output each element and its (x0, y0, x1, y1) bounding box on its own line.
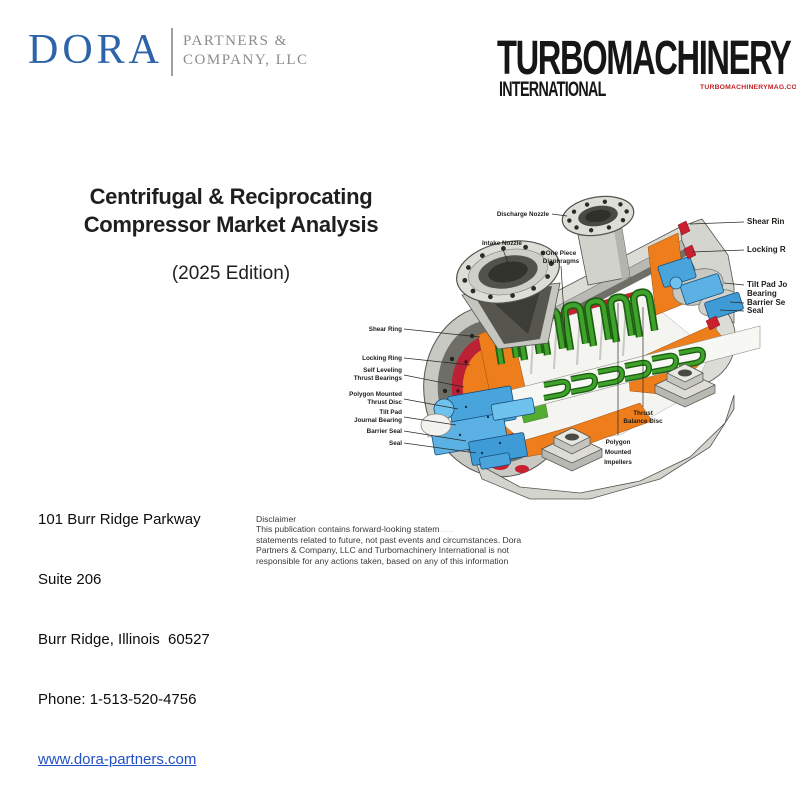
label-barrier-seal-left: Barrier Seal (367, 428, 403, 435)
locking-ring-marker (683, 244, 697, 260)
turbomachinery-wordmark: TURBOMACHINERY (497, 32, 792, 85)
label-one-piece-diaphragms: Diaphragms (543, 258, 580, 265)
label-seal-left: Seal (389, 440, 402, 447)
label-barrier-seal-right: Barrier Se (747, 298, 786, 307)
report-title-line2: Compressor Market Analysis (83, 212, 379, 237)
contact-address-line1: 101 Burr Ridge Parkway (38, 511, 201, 528)
discharge-nozzle (561, 195, 635, 286)
label-tilt-pad-bearing-right: Tilt Pad Jo (747, 280, 787, 289)
dora-logo-subtext: PARTNERS & COMPANY, LLC (183, 26, 309, 70)
disclaimer-line: This publication contains forward-lookin… (256, 524, 534, 534)
label-tilt-pad-journal-bearing: Tilt Pad (379, 409, 402, 416)
disclaimer-line: responsible for any actions taken, based… (256, 555, 509, 566)
shear-ring-bottom2 (515, 465, 529, 473)
label-one-piece-diaphragms: One Piece (546, 250, 577, 257)
label-leader-lines (403, 213, 745, 454)
locking-ring-marker-right (705, 315, 721, 331)
shear-ring-marker-top (677, 220, 691, 236)
contact-block: 101 Burr Ridge Parkway Suite 206 Burr Ri… (38, 470, 210, 790)
mounting-foot (654, 363, 716, 408)
casing-bottom-shell (475, 394, 735, 500)
label-locking-ring-right: Locking R (747, 245, 786, 254)
label-seal-right: Seal (747, 306, 763, 315)
contact-address-line2: Suite 206 (38, 571, 102, 588)
dora-company-line: COMPANY, LLC (183, 52, 309, 68)
compressor-cutaway-diagram: Discharge Nozzle Intake Nozzle One Piece… (349, 195, 787, 500)
dora-wordmark: DORA (28, 27, 164, 73)
contact-website-link[interactable]: www.dora-partners.com (38, 751, 197, 768)
disclaimer-line: statements related to future, not past e… (256, 534, 522, 545)
report-cover-page: { "dora": { "wordmark": "DORA", "line1":… (28, 26, 796, 768)
disclaimer-heading: Disclaimer (256, 514, 297, 524)
label-locking-ring-left: Locking Ring (362, 355, 402, 362)
label-intake-nozzle: Intake Nozzle (482, 240, 522, 247)
contact-phone: Phone: 1-513-520-4756 (38, 691, 197, 708)
diagram-labels: Discharge Nozzle Intake Nozzle One Piece… (349, 211, 787, 466)
disclaimer-line: Partners & Company, LLC and Turbomachine… (256, 545, 510, 556)
bearing-assembly-left (420, 385, 536, 470)
report-title: Centrifugal & Reciprocating Compressor M… (66, 183, 396, 285)
label-polygon-mounted-impellers: Polygon (606, 439, 631, 446)
label-tilt-pad-bearing-right: Bearing (747, 289, 777, 298)
disclaimer-block: Disclaimer This publication contains for… (256, 514, 534, 566)
label-polygon-mounted-thrust-disc: Polygon Mounted (349, 391, 402, 398)
report-edition: (2025 Edition) (171, 263, 291, 284)
label-polygon-mounted-impellers: Mounted (605, 449, 631, 456)
report-title-line1: Centrifugal & Reciprocating (89, 184, 373, 209)
turbomachinery-website: TURBOMACHINERYMAG.COM (700, 84, 796, 91)
label-thrust-balance-disc: Balance Disc (623, 418, 663, 425)
mounting-foot (541, 427, 603, 472)
label-tilt-pad-journal-bearing: Journal Bearing (354, 417, 402, 424)
label-polygon-mounted-thrust-disc: Thrust Disc (367, 399, 402, 406)
contact-address-line3: Burr Ridge, Illinois 60527 (38, 631, 210, 648)
turbomachinery-international: INTERNATIONAL (499, 78, 606, 101)
intake-nozzle (456, 240, 561, 350)
disclaimer-line1-text: This publication contains forward-lookin… (256, 524, 440, 535)
label-self-leveling-thrust-bearings: Self Leveling (363, 367, 402, 374)
disclaimer-line1-faded: ...... (439, 524, 454, 535)
label-thrust-balance-disc: Thrust (633, 410, 653, 417)
dora-logo-divider (171, 28, 174, 76)
label-shear-ring-right: Shear Rin (747, 217, 784, 226)
label-shear-ring-left: Shear Ring (369, 326, 402, 333)
label-discharge-nozzle: Discharge Nozzle (497, 211, 550, 218)
impellers-lower-row (543, 346, 706, 401)
label-polygon-mounted-impellers: Impellers (604, 459, 632, 466)
dora-partners-line: PARTNERS & (183, 33, 288, 49)
bearing-assembly-right (657, 256, 744, 321)
dora-logo: DORA PARTNERS & COMPANY, LLC (28, 26, 309, 76)
label-self-leveling-thrust-bearings: Thrust Bearings (354, 375, 403, 382)
